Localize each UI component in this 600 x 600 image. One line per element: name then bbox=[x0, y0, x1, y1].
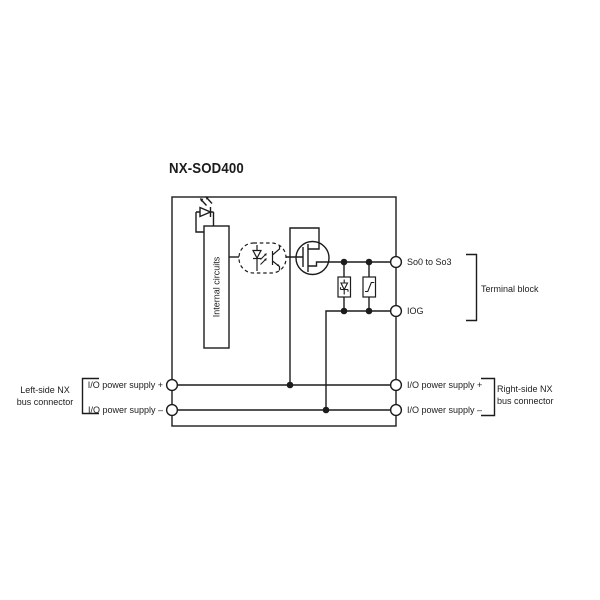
left-bus-line2: bus connector bbox=[16, 397, 74, 407]
right-bus-connector-label: Right-side NX bus connector bbox=[497, 383, 577, 407]
varistor-icon bbox=[362, 262, 377, 311]
right-supply-minus-label: I/O power supply – bbox=[407, 405, 483, 415]
optocoupler-icon bbox=[238, 242, 287, 274]
terminal-right-supply-minus bbox=[389, 403, 403, 417]
mosfet-icon bbox=[295, 240, 330, 276]
internal-circuits-label: Internal circuits bbox=[211, 256, 222, 318]
right-supply-plus-label: I/O power supply + bbox=[407, 380, 483, 390]
right-bus-line2: bus connector bbox=[497, 396, 554, 406]
terminal-so0-so3 bbox=[389, 255, 403, 269]
terminal-left-supply-plus bbox=[165, 378, 179, 392]
diagram-title: NX-SOD400 bbox=[169, 160, 244, 177]
right-bus-bracket bbox=[481, 377, 496, 417]
iog-label: IOG bbox=[407, 306, 424, 316]
terminal-iog bbox=[389, 304, 403, 318]
indicator-led-icon bbox=[195, 196, 215, 233]
left-supply-plus-label: I/O power supply + bbox=[87, 380, 163, 390]
left-bus-connector-label: Left-side NX bus connector bbox=[8, 384, 82, 408]
left-bus-line1: Left-side NX bbox=[20, 385, 70, 395]
terminal-left-supply-minus bbox=[165, 403, 179, 417]
output-wire bbox=[308, 261, 391, 267]
left-supply-minus-label: I/O power supply – bbox=[87, 405, 163, 415]
terminal-block-label: Terminal block bbox=[481, 284, 539, 294]
terminals bbox=[165, 255, 403, 417]
junction-dots bbox=[286, 258, 373, 414]
right-bus-line1: Right-side NX bbox=[497, 384, 553, 394]
so0-so3-label: So0 to So3 bbox=[407, 257, 452, 267]
mosfet-drain-wire bbox=[289, 227, 320, 385]
left-bus-bracket bbox=[81, 377, 99, 415]
zener-diode-icon bbox=[337, 262, 352, 311]
terminal-right-supply-plus bbox=[389, 378, 403, 392]
iog-wire bbox=[325, 310, 391, 410]
terminal-block-bracket bbox=[466, 253, 478, 322]
internal-circuits-box bbox=[203, 225, 230, 349]
